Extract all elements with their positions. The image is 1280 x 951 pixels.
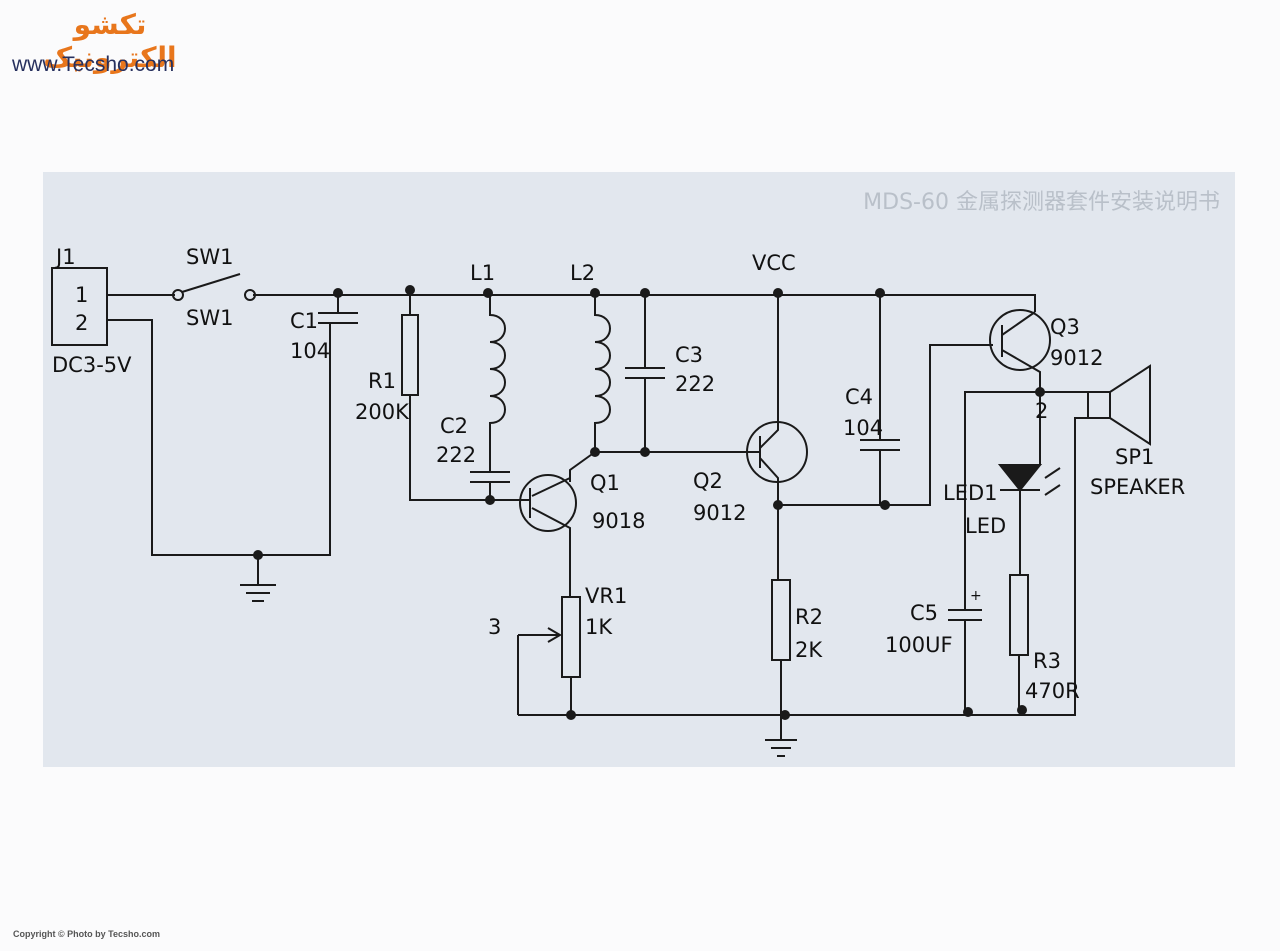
label-l2: L2 [570, 261, 595, 285]
logo-arabic: تكشو الکترونیک [43, 8, 177, 74]
r3-resistor [1009, 574, 1029, 656]
label-c1-value: 104 [290, 339, 330, 363]
label-pin2: 2 [75, 311, 88, 335]
label-q2: Q2 [693, 469, 723, 493]
label-c5-value: 100UF [885, 633, 953, 657]
label-vr1: VR1 [585, 584, 627, 608]
label-sw1: SW1 [186, 245, 233, 269]
label-speaker: SPEAKER [1090, 475, 1185, 499]
label-q3-pin2: 2 [1035, 399, 1048, 423]
label-r3-value: 470R [1025, 679, 1080, 703]
q1-transistor [519, 474, 577, 532]
logo-url: www.Tecsho.com [12, 53, 175, 76]
label-r1: R1 [368, 369, 396, 393]
label-l1: L1 [470, 261, 495, 285]
component-labels: J1 1 2 DC3-5V SW1 SW1 C1 104 R1 200K L1 … [52, 245, 1185, 703]
r2-resistor [771, 579, 791, 661]
label-r2-value: 2K [795, 638, 823, 662]
label-led1: LED1 [943, 481, 998, 505]
label-r2: R2 [795, 605, 823, 629]
wires [51, 267, 1151, 757]
junction-dots [253, 285, 1045, 720]
copyright: Copyright © Photo by Tecsho.com [13, 929, 160, 939]
label-vcc: VCC [752, 251, 796, 275]
q3-transistor [989, 309, 1051, 371]
label-q1-value: 9018 [592, 509, 645, 533]
j1-connector [51, 267, 108, 346]
label-vr1-value: 1K [585, 615, 613, 639]
label-c5: C5 [910, 601, 938, 625]
label-c1: C1 [290, 309, 318, 333]
label-q3: Q3 [1050, 315, 1080, 339]
switch-lever [181, 273, 241, 293]
label-c5-plus: + [970, 588, 982, 604]
label-sw1-b: SW1 [186, 306, 233, 330]
label-q2-value: 9012 [693, 501, 746, 525]
label-q1: Q1 [590, 471, 620, 495]
label-c2: C2 [440, 414, 468, 438]
label-c4: C4 [845, 385, 873, 409]
background-title: MDS-60 金属探测器套件安装说明书 [863, 190, 1220, 215]
label-pin1: 1 [75, 283, 88, 307]
label-c4-value: 104 [843, 416, 883, 440]
label-sp1: SP1 [1115, 445, 1154, 469]
label-c2-value: 222 [436, 443, 476, 467]
label-j1: J1 [54, 245, 76, 269]
label-vr1-pin3: 3 [488, 615, 501, 639]
vr1-potentiometer [561, 596, 581, 678]
speaker-body [1087, 391, 1111, 419]
label-q3-value: 9012 [1050, 346, 1103, 370]
label-led: LED [965, 514, 1006, 538]
label-r1-value: 200K [355, 400, 410, 424]
label-dc: DC3-5V [52, 353, 132, 377]
l1-coil [470, 293, 510, 500]
label-c3-value: 222 [675, 372, 715, 396]
label-r3: R3 [1033, 649, 1061, 673]
r1-resistor [401, 314, 419, 396]
label-c3: C3 [675, 343, 703, 367]
